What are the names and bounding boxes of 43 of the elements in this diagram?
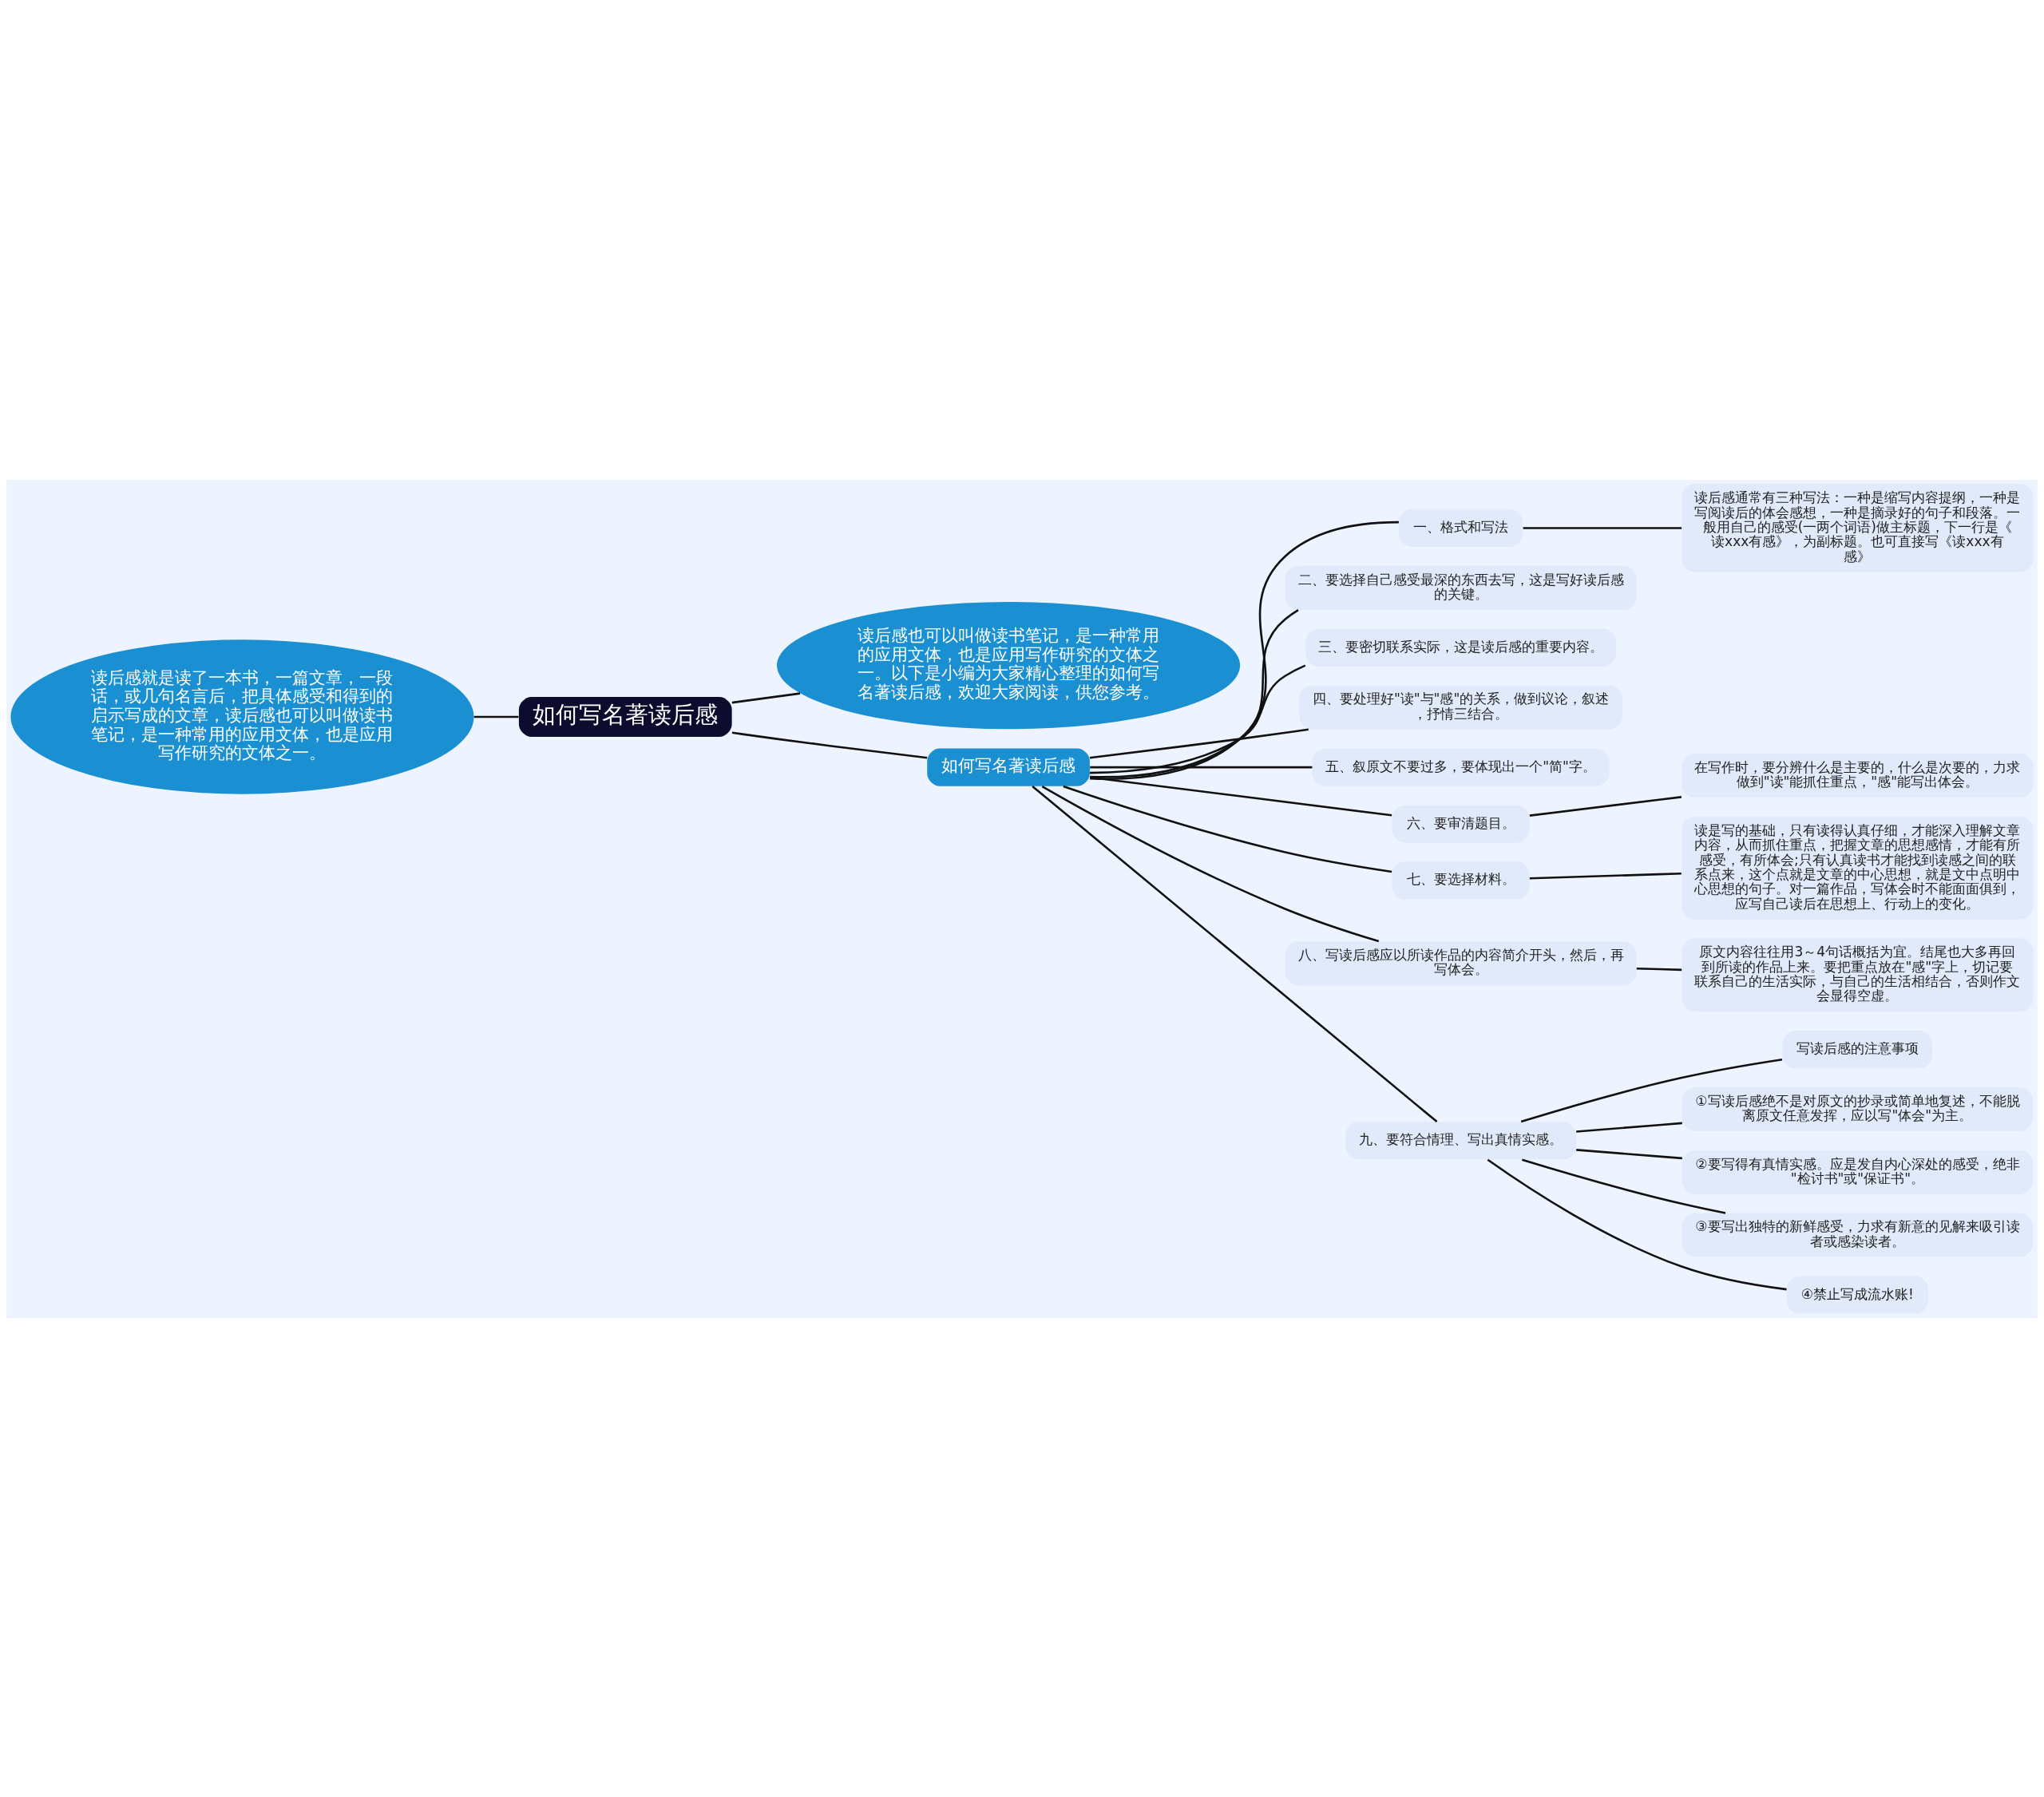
connector <box>473 715 519 718</box>
connector <box>1521 1158 1726 1214</box>
node-box: 三、要密切联系实际，这是读后感的重要内容。 <box>1305 628 1617 667</box>
connector <box>1089 663 1306 774</box>
node-box: 写读后感的注意事项 <box>1782 1030 1933 1068</box>
connector <box>1529 795 1682 817</box>
node-ellipse: 读后感就是读了一本书，一篇文章，一段话，或几句名言后，把具体感受和得到的启示写成的文章，读后感也可以叫做读书笔记，是一种常用的应用文体，也是应用写作研究的文体之一。 <box>10 639 474 794</box>
node-box: 读是写的基础，只有读得认真仔细，才能深入理解文章内容，从而抓住重点，把握文章的思想感情，才能有所感受，有所体会;只有认真读书才能找到读感之间的联系点来，这个点就是文章的中心思想，就是文中点明中心思想的句子。对一篇作品，写体会时不能面面俱到，应写自己读后在思想上、行动上的变化。 <box>1682 816 2034 920</box>
node-box: 五、叙原文不要过多，要体现出一个"简"字。 <box>1312 747 1610 786</box>
connector <box>1576 1148 1682 1159</box>
node-box: 如何写名著读后感 <box>518 696 732 737</box>
node-box: 在写作时，要分辨什么是主要的，什么是次要的，力求做到"读"能抓住重点，"感"能写出体会。 <box>1682 753 2034 798</box>
node-box: ③要写出独特的新鲜感受，力求有新意的见解来吸引读者或感染读者。 <box>1682 1213 2033 1257</box>
connector <box>1090 775 1392 817</box>
connector <box>1576 1122 1682 1133</box>
connector <box>1063 785 1392 873</box>
connector <box>1636 967 1682 971</box>
node-ellipse: 读后感也可以叫做读书笔记，是一种常用的应用文体，也是应用写作研究的文体之一。以下是小编为大家精心整理的如何写名著读后感，欢迎大家阅读，供您参考。 <box>777 601 1241 729</box>
connector <box>1089 728 1309 758</box>
connector <box>1487 1158 1787 1290</box>
connector <box>1041 785 1380 942</box>
connector <box>1523 526 1682 529</box>
node-box: ④禁止写成流水账! <box>1786 1275 1929 1314</box>
node-box: 读后感通常有三种写法：一种是缩写内容提纲，一种是写阅读后的体会感想，一种是摘录好的句子和段落。一般用自己的感受(一两个词语)做主标题，下一行是《读xxx有感》，为副标题。也可直接写《读xxx有感》 <box>1682 483 2034 572</box>
node-box: 原文内容往往用3～4句话概括为宜。结尾也大多再回到所读的作品上来。要把重点放在"感"字上，切记要联系自己的生活实际，与自己的生活相结合，否则作文会显得空虚。 <box>1682 937 2034 1011</box>
connector <box>1090 520 1399 780</box>
node-box: 六、要审清题目。 <box>1392 804 1530 843</box>
connector <box>1090 608 1299 778</box>
node-box: 八、写读后感应以所读作品的内容简介开头，然后，再写体会。 <box>1285 940 1637 985</box>
connector <box>1520 1058 1783 1122</box>
connector <box>1529 872 1682 880</box>
node-box: 七、要选择材料。 <box>1392 861 1530 900</box>
node-box: 一、格式和写法 <box>1399 509 1523 547</box>
node-box: 四、要处理好"读"与"感"的关系，做到议论，叙述，抒情三结合。 <box>1299 685 1622 730</box>
node-box: ②要写得有真情实感。应是发自内心深处的感受，绝非"检讨书"或"保证书"。 <box>1682 1150 2033 1194</box>
connector <box>731 691 801 703</box>
connector <box>731 730 928 759</box>
node-box: 九、要符合情理、写出真情实感。 <box>1345 1121 1577 1160</box>
connector <box>1090 766 1313 768</box>
node-box: 二、要选择自己感受最深的东西去写，这是写好读后感的关键。 <box>1285 565 1637 610</box>
node-box: 如何写名著读后感 <box>927 747 1090 786</box>
node-box: ①写读后感绝不是对原文的抄录或简单地复述，不能脱离原文任意发挥，应以写"体会"为主。 <box>1682 1087 2033 1131</box>
connector <box>1032 785 1438 1122</box>
